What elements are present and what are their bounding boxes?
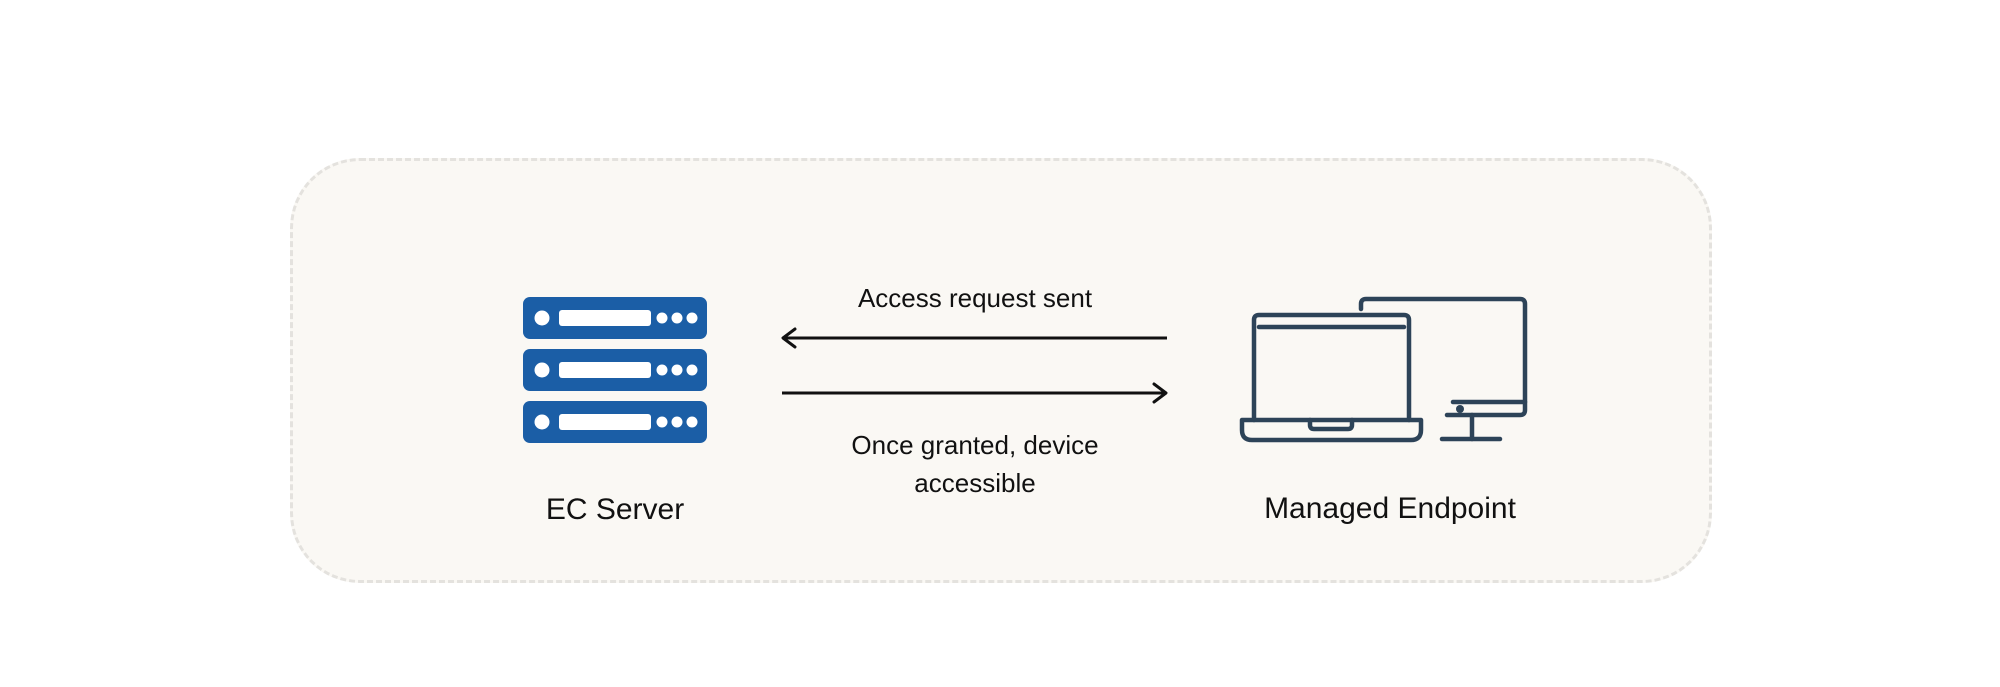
ec-server-node: EC Server: [520, 295, 710, 528]
laptop-desktop-icon: [1230, 295, 1550, 445]
managed-endpoint-label: Managed Endpoint: [1264, 492, 1516, 525]
ec-server-label: EC Server: [545, 493, 685, 526]
edge-label-request: Access request sent: [857, 283, 1093, 313]
arrow-right-granted: [782, 382, 1168, 404]
edge-arrows: [781, 327, 1168, 404]
edge-label-granted: Once granted, device accessible: [851, 430, 1099, 498]
managed-endpoint-node: Managed Endpoint: [1230, 295, 1550, 527]
server-rack-icon: [520, 295, 710, 447]
arrow-left-request: [781, 327, 1167, 349]
